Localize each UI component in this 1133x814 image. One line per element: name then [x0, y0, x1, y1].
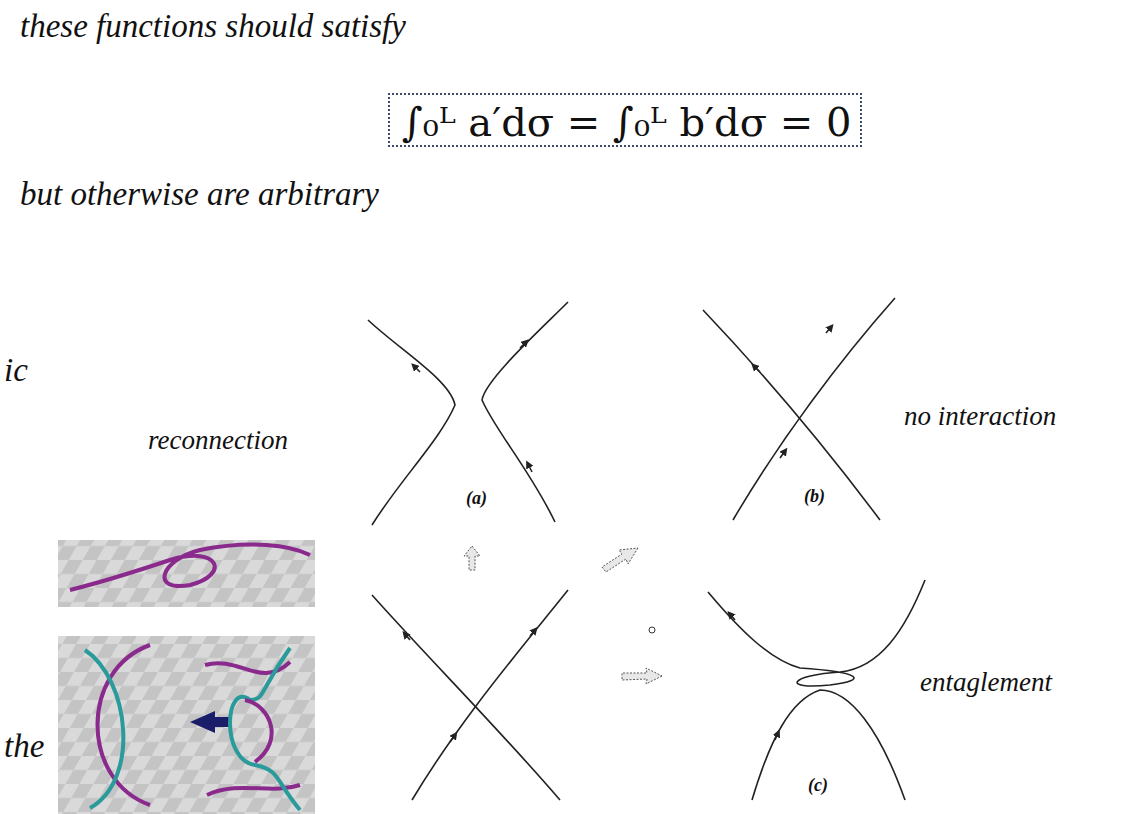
direction-arrow — [520, 342, 526, 348]
transition-arrow — [602, 548, 638, 572]
panel-label: (a) — [466, 489, 487, 509]
process-label: entaglement — [920, 668, 1052, 698]
direction-arrow — [826, 327, 831, 333]
direction-arrow — [780, 451, 785, 458]
direction-arrow — [730, 614, 735, 620]
heading-text: these functions should satisfy — [20, 8, 406, 44]
direction-arrow — [450, 735, 455, 742]
vortex-line — [412, 590, 568, 800]
vortex-render — [230, 648, 300, 810]
direction-arrow — [528, 464, 532, 472]
vortex-render — [245, 700, 272, 762]
vortex-line — [372, 595, 560, 800]
vortex-line — [733, 298, 895, 520]
process-arrow — [190, 711, 230, 733]
process-label: reconnection — [148, 426, 288, 456]
vortex-line — [368, 320, 455, 525]
vortex-line — [482, 302, 568, 522]
panel-label: (c) — [808, 776, 828, 796]
vortex-render — [85, 650, 123, 808]
direction-arrow — [775, 733, 778, 740]
direction-arrow — [414, 366, 420, 372]
transition-arrow — [622, 668, 662, 684]
direction-arrow — [530, 630, 535, 636]
cut-text: the — [4, 728, 44, 764]
direction-arrow — [405, 634, 410, 640]
formula-box: ∫₀ᴸ a′dσ = ∫₀ᴸ b′dσ = 0 — [388, 93, 862, 147]
render-background — [58, 636, 315, 814]
note-text: but otherwise are arbitrary — [20, 176, 379, 212]
formula: ∫₀ᴸ a′dσ = ∫₀ᴸ b′dσ = 0 — [402, 99, 851, 145]
render-background — [58, 540, 315, 607]
vortex-render — [205, 662, 300, 795]
direction-arrow — [754, 366, 760, 372]
vortex-line — [703, 310, 880, 520]
panel-label: (b) — [804, 487, 825, 507]
process-label: no interaction — [904, 402, 1056, 432]
transition-arrow — [464, 546, 480, 570]
vortex-line — [708, 580, 925, 686]
vortex-render — [70, 545, 310, 590]
small-circle — [649, 627, 655, 633]
cut-text: ic — [4, 352, 28, 388]
vortex-line — [752, 690, 905, 800]
